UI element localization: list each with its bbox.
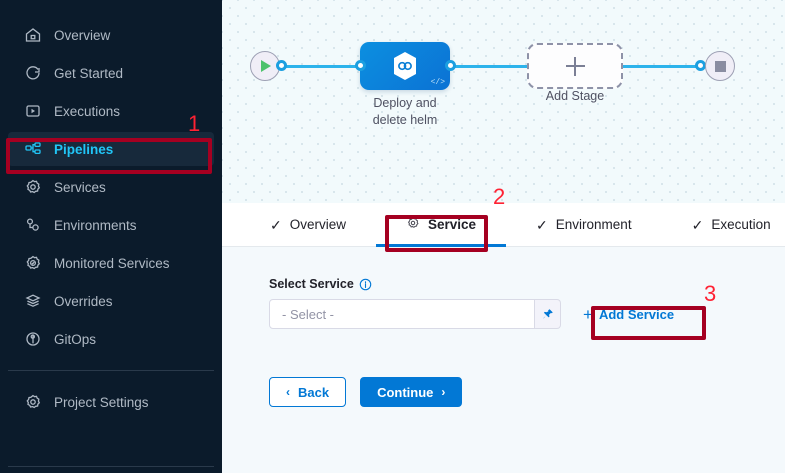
rocket-icon [24,64,42,82]
sidebar: Overview Get Started Executions [0,0,222,473]
sidebar-item-label: Project Settings [54,394,149,410]
sidebar-divider-bottom [8,466,214,467]
gear-icon [406,216,420,233]
gitops-icon [24,330,42,348]
tab-service[interactable]: Service [376,203,507,247]
tab-label: Execution [711,217,771,232]
sidebar-item-label: Executions [54,103,121,119]
annotation-number-1: 1 [188,111,201,136]
annotation-number-3: 3 [704,281,717,306]
back-label: Back [298,384,330,400]
pipeline-icon [24,140,42,158]
connector-dot [445,60,456,71]
thumbtack-icon[interactable] [535,299,561,329]
tab-environment[interactable]: ✓ Environment [506,203,662,246]
sidebar-item-overview[interactable]: Overview [8,18,214,52]
service-panel: Select Service - Select - [222,247,785,473]
home-icon [24,26,42,44]
select-service-row: - Select - + Add Service [269,299,785,329]
chevron-left-icon: ‹ [286,385,290,399]
environments-icon [24,216,42,234]
check-icon: ✓ [270,216,282,233]
stop-icon [714,60,726,72]
stage-node-deploy-and-delete-helm[interactable]: </> [360,42,450,90]
tab-execution[interactable]: ✓ Execution [662,203,785,246]
sidebar-item-label: Pipelines [54,141,114,157]
sidebar-item-label: Get Started [54,65,124,81]
tab-label: Overview [289,217,346,232]
gear-icon [24,393,42,411]
sidebar-item-label: GitOps [54,331,97,347]
add-service-button[interactable]: + Add Service [583,306,674,323]
connector-dot [355,60,366,71]
stage-label-line2: delete helm [372,113,438,127]
plus-icon: + [583,304,593,324]
continue-button[interactable]: Continue › [360,377,463,407]
monitored-services-icon [24,254,42,272]
sidebar-item-label: Overrides [54,293,113,309]
add-stage-label: Add Stage [545,89,605,103]
sidebar-item-label: Overview [54,27,111,43]
tab-label: Environment [555,217,632,232]
sidebar-item-label: Environments [54,217,137,233]
add-stage-button[interactable] [527,43,623,89]
connector-line [452,65,554,68]
play-box-icon [24,102,42,120]
sidebar-divider [8,370,214,371]
sidebar-item-services[interactable]: Services [8,170,214,204]
sidebar-item-overrides[interactable]: Overrides [8,284,214,318]
annotation-number-2: 2 [493,184,506,209]
select-service-label-text: Select Service [269,277,354,291]
pipeline-canvas[interactable]: </> Deploy and delete helm Add Stage [222,0,785,203]
select-service-input[interactable]: - Select - [269,299,535,329]
play-icon [261,60,271,72]
gear-icon [24,178,42,196]
sidebar-item-environments[interactable]: Environments [8,208,214,242]
check-icon: ✓ [691,216,704,233]
select-service-control[interactable]: - Select - [269,299,561,329]
tab-label: Service [428,217,477,232]
sidebar-item-monitored-services[interactable]: Monitored Services [8,246,214,280]
tab-overview[interactable]: ✓ Overview [240,203,376,246]
sidebar-item-pipelines[interactable]: Pipelines [8,132,214,166]
connector-line [280,65,400,68]
sidebar-item-label: Monitored Services [54,255,170,271]
stage-node-label: Deploy and delete helm [335,95,475,129]
connector-dot [276,60,287,71]
wizard-buttons: ‹ Back Continue › [269,377,785,407]
code-badge-icon: </> [430,78,445,87]
connector-line [622,65,722,68]
sidebar-item-project-settings[interactable]: Project Settings [8,385,214,419]
stage-tabs: ✓ Overview Service ✓ Environment ✓ Execu… [222,203,785,247]
add-service-label: Add Service [598,306,675,322]
chevron-right-icon: › [441,385,446,399]
back-button[interactable]: ‹ Back [269,377,347,407]
sidebar-item-executions[interactable]: Executions [8,94,214,128]
connector-dot [695,60,706,71]
sidebar-item-get-started[interactable]: Get Started [8,56,214,90]
sidebar-item-gitops[interactable]: GitOps [8,322,214,356]
end-node[interactable] [705,51,735,81]
main-area: </> Deploy and delete helm Add Stage ✓ [222,0,785,473]
stage-label-line1: Deploy and [373,96,437,110]
select-service-label: Select Service [269,277,785,291]
check-icon: ✓ [536,216,548,233]
layers-icon [24,292,42,310]
info-icon[interactable] [359,278,372,291]
continue-label: Continue [377,384,434,400]
sidebar-item-label: Services [54,179,106,195]
harness-hex-icon [394,52,416,80]
plus-icon [565,65,585,67]
